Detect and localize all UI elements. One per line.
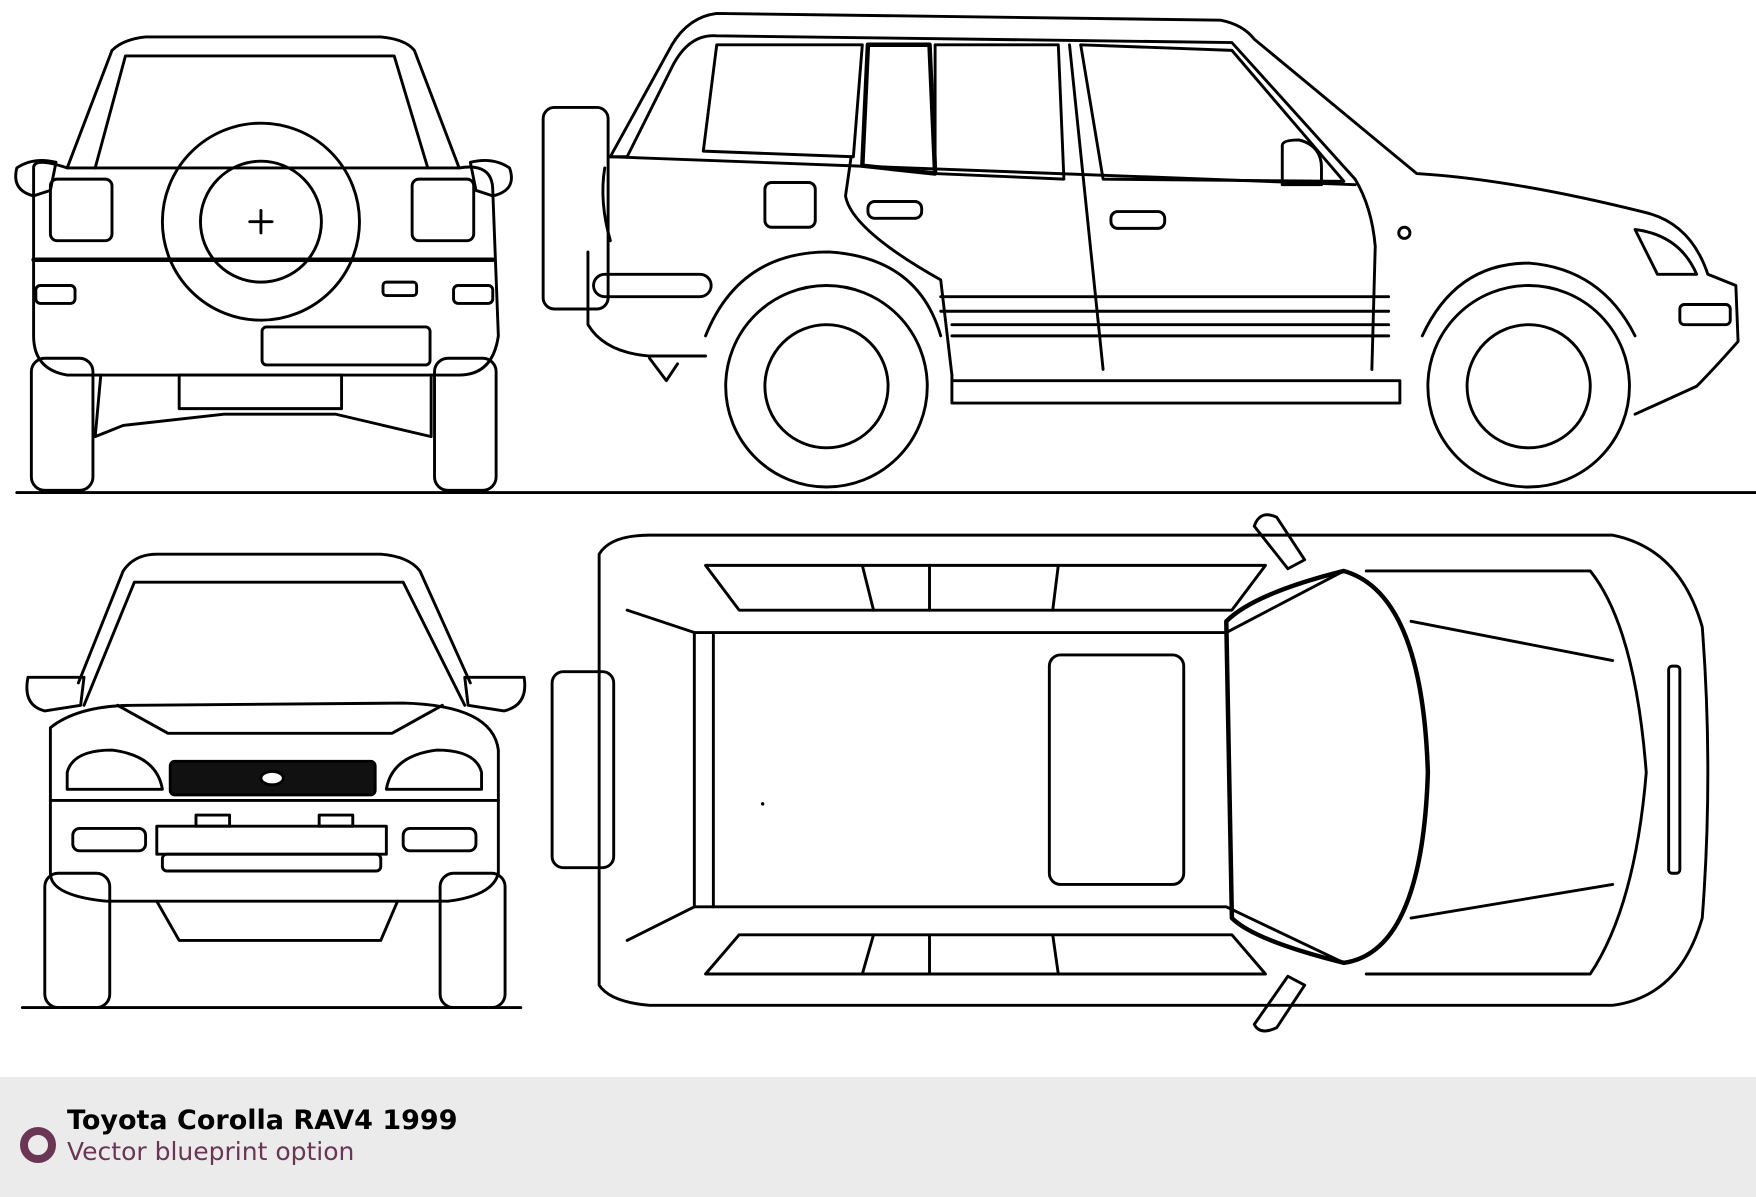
side-view: [541, 11, 1740, 489]
ring-bullet-icon: [20, 1127, 56, 1163]
vehicle-blueprint-drawing: [14, 11, 1756, 1033]
blueprint-subtitle: Vector blueprint option: [67, 1137, 355, 1166]
blueprint-title: Toyota Corolla RAV4 1999: [67, 1105, 458, 1136]
top-view: [550, 513, 1710, 1033]
caption-footer: Toyota Corolla RAV4 1999 Vector blueprin…: [0, 1077, 1756, 1197]
front-view: [25, 552, 527, 1010]
rear-view: [14, 35, 513, 492]
